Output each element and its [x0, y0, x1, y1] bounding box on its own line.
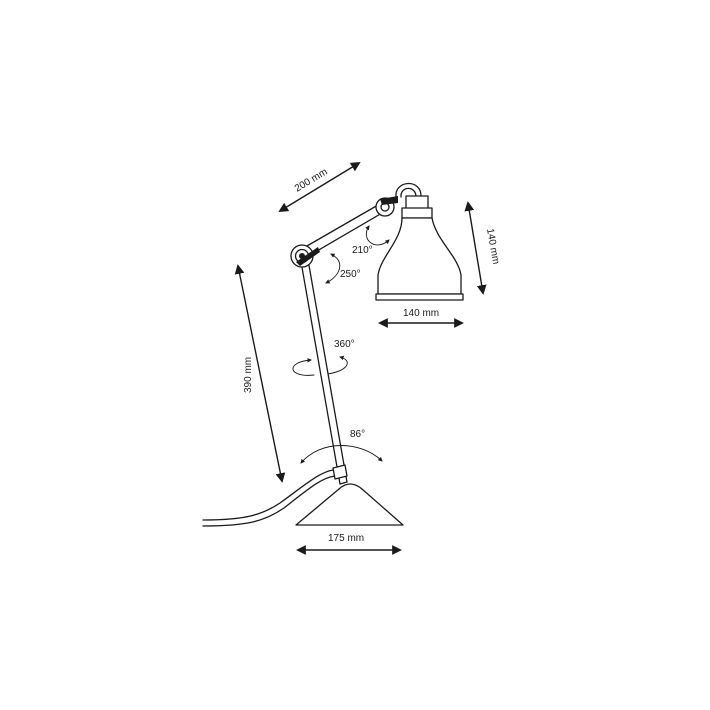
- power-cable: [202, 469, 336, 521]
- base-width-label: 175 mm: [328, 533, 364, 544]
- shade-neck: [401, 207, 433, 219]
- shade-rotation-label: 210°: [352, 245, 373, 256]
- lamp-shade: [377, 217, 462, 295]
- lower-column: [299, 253, 348, 485]
- arm-length-arrow: [278, 161, 361, 213]
- column-length-arrow: [234, 264, 286, 483]
- shade-rotation-arrow: [365, 225, 390, 246]
- shade-hook: [395, 182, 422, 198]
- base-tilt-label: 86°: [350, 429, 365, 440]
- column-swivel-arrow: [292, 357, 348, 376]
- column-length-label: 390 mm: [243, 357, 254, 393]
- elbow-rotation-label: 250°: [340, 269, 361, 280]
- shade-socket: [405, 195, 429, 210]
- lamp-base: [295, 484, 404, 526]
- elbow-joint: [290, 244, 320, 268]
- wrist-joint: [375, 196, 398, 217]
- shade-height-arrow: [464, 201, 487, 295]
- base-cap: [338, 483, 363, 490]
- column-collar: [332, 464, 348, 480]
- shade-width-label: 140 mm: [403, 308, 439, 319]
- base-tilt-arrow: [300, 445, 383, 464]
- shade-rim: [375, 293, 464, 301]
- elbow-rotation-arrow: [325, 253, 341, 284]
- shade-hook-inner: [400, 187, 417, 198]
- arm-length-label: 200 mm: [293, 167, 330, 195]
- shade-height-label: 140 mm: [484, 228, 501, 265]
- column-swivel-label: 360°: [334, 339, 355, 350]
- power-cable-inner: [202, 475, 338, 527]
